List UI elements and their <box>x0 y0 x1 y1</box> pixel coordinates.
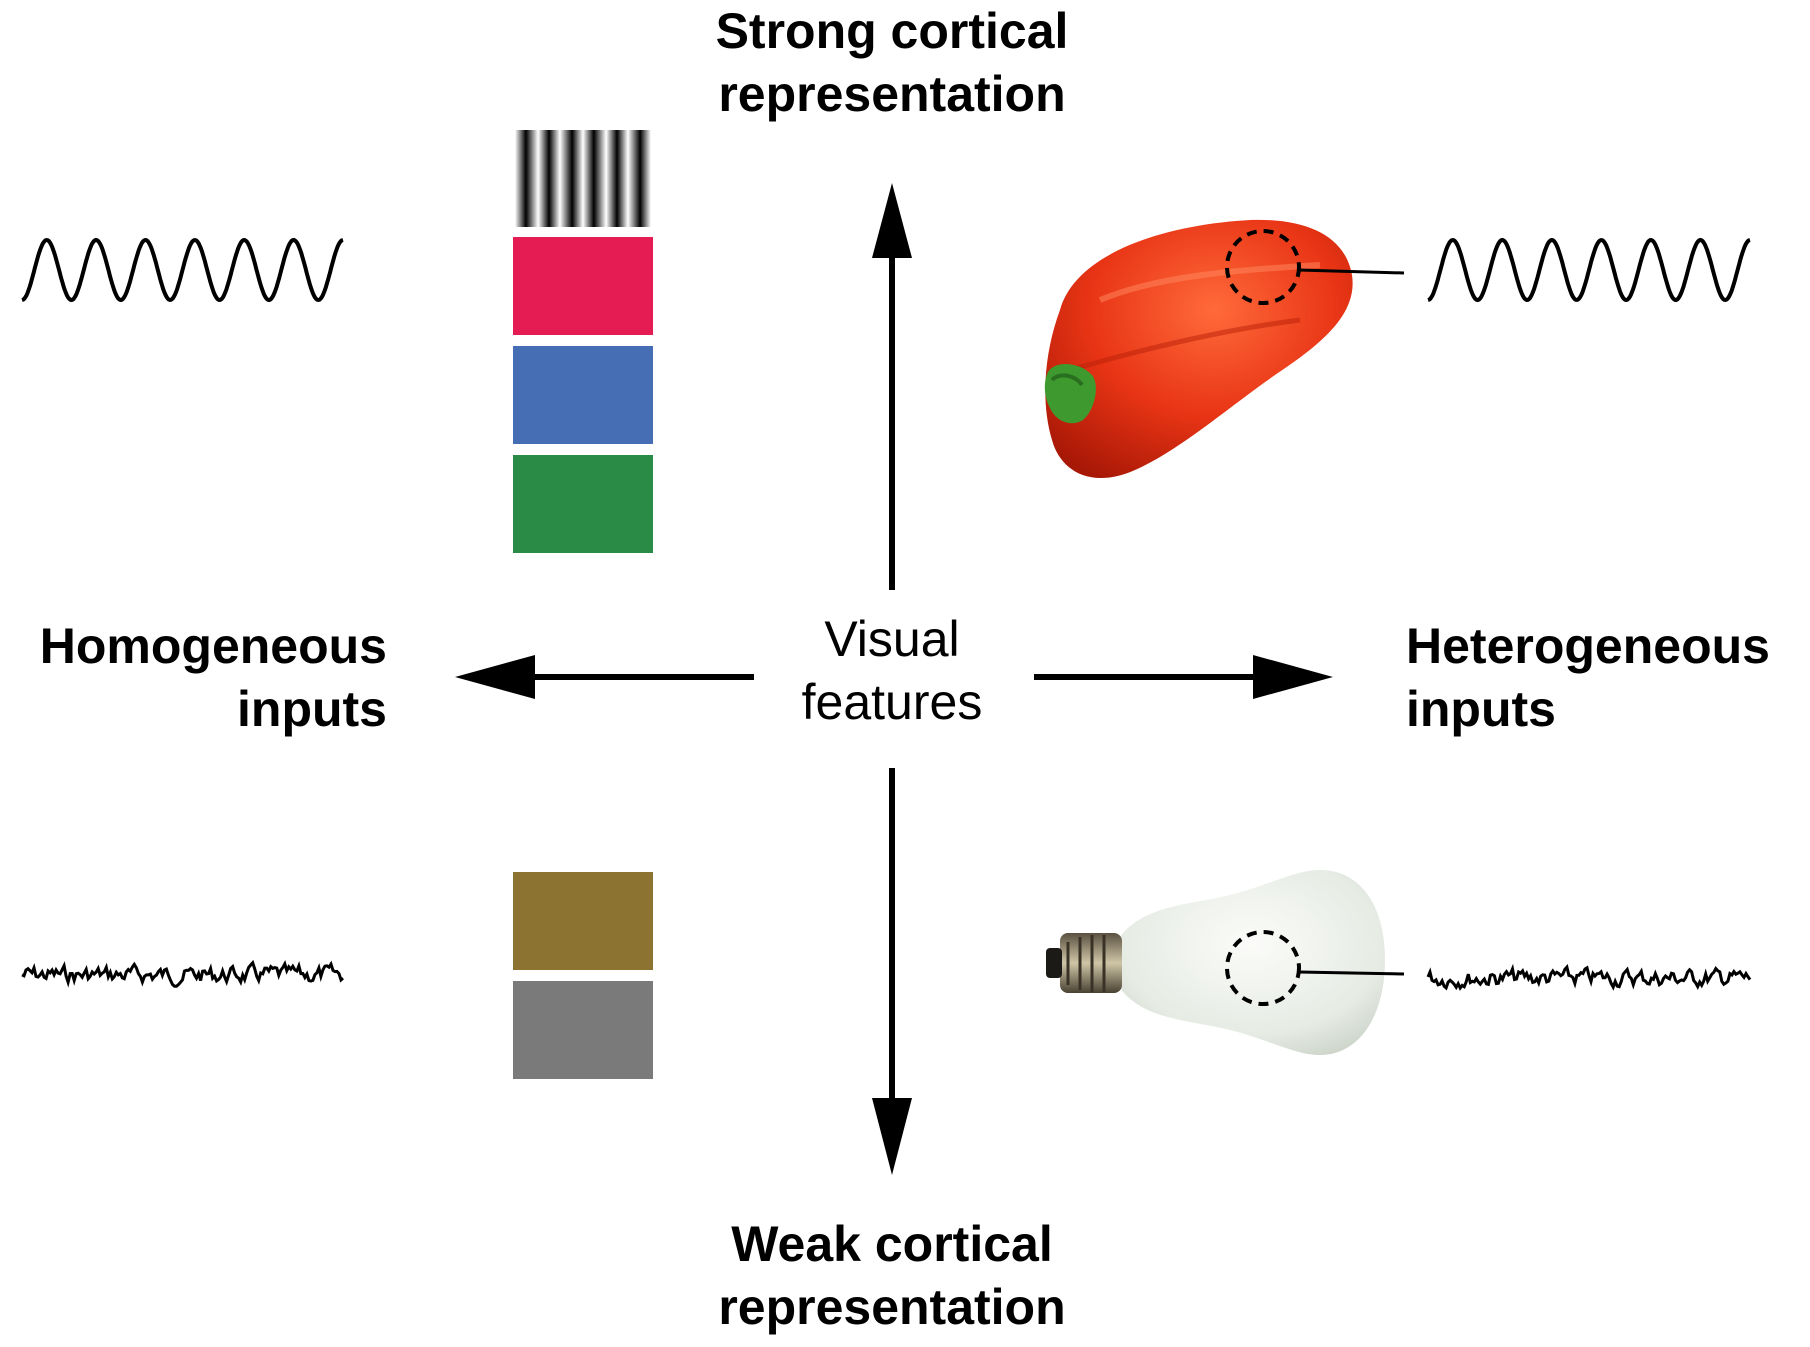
grating-stimulus <box>515 130 651 227</box>
visual-features-label: Visual features <box>772 608 1012 734</box>
oscillation-waveform-right <box>1427 237 1751 303</box>
noise-waveform-right <box>1426 963 1752 991</box>
blue-color-swatch <box>513 346 653 444</box>
homogeneous-inputs-label: Homogeneous inputs <box>0 615 387 741</box>
red-color-swatch <box>513 237 653 335</box>
homogeneous-label-line1: Homogeneous <box>39 618 387 674</box>
red-pepper-image <box>1044 219 1353 479</box>
heterogeneous-label-line1: Heterogeneous <box>1406 618 1770 674</box>
heterogeneous-label-line2: inputs <box>1406 681 1556 737</box>
gray-color-swatch <box>513 981 653 1079</box>
visual-label-line1: Visual <box>824 611 960 667</box>
oscillation-waveform-left <box>21 237 344 303</box>
strong-label-line2: representation <box>718 66 1066 122</box>
weak-label-line1: Weak cortical <box>731 1216 1053 1272</box>
homogeneous-label-line2: inputs <box>237 681 387 737</box>
brown-color-swatch <box>513 872 653 970</box>
weak-label-line2: representation <box>718 1279 1066 1335</box>
vertical-axis <box>872 183 912 1175</box>
strong-label-line1: Strong cortical <box>715 3 1069 59</box>
homogeneous-weak-stimuli <box>513 872 653 1079</box>
horizontal-axis <box>455 655 1333 699</box>
visual-label-line2: features <box>801 674 983 730</box>
strong-representation-label: Strong cortical representation <box>642 0 1142 126</box>
weak-representation-label: Weak cortical representation <box>642 1213 1142 1339</box>
green-color-swatch <box>513 455 653 553</box>
receptive-field-bulb <box>1225 930 1405 1006</box>
receptive-field-pepper <box>1225 229 1405 305</box>
noise-waveform-left <box>21 959 345 988</box>
heterogeneous-inputs-label: Heterogeneous inputs <box>1406 615 1806 741</box>
homogeneous-strong-stimuli <box>513 130 653 553</box>
light-bulb-image <box>1046 870 1385 1055</box>
